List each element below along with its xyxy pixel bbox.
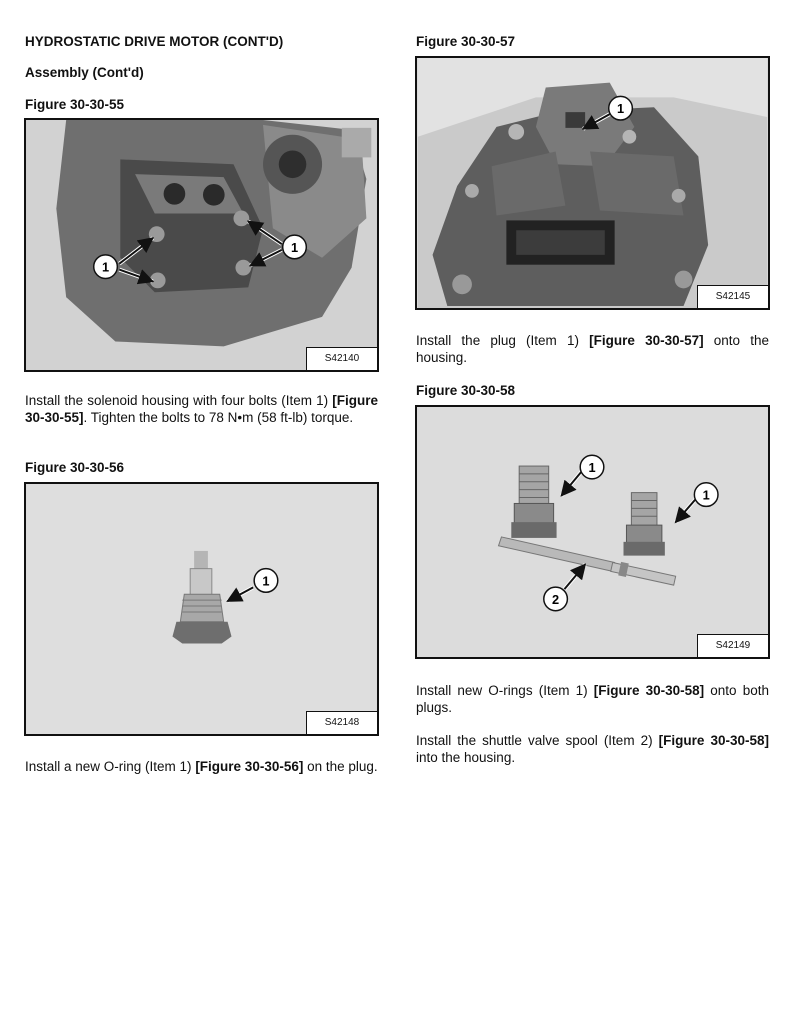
figure-reference: [Figure 30-30-56] [195,759,304,774]
figure-30-30-55-photo: 1 1 S42140 [24,118,379,372]
figure-30-30-56-title: Figure 30-30-56 [25,460,125,475]
instruction-paragraph-3: Install the plug (Item 1) [Figure 30-30-… [416,333,769,365]
plug-with-o-ring-illustration: 1 [26,484,377,734]
callout-1-right: 1 [703,488,710,503]
figure-code: S42140 [306,347,377,370]
figure-reference: [Figure 30-30-57] [589,333,704,348]
subsection-heading: Assembly (Cont'd) [25,65,144,80]
instruction-paragraph-2: Install a new O-ring (Item 1) [Figure 30… [25,759,378,774]
figure-code: S42145 [697,285,768,308]
section-heading: HYDROSTATIC DRIVE MOTOR (CONT'D) [25,34,284,49]
figure-30-30-58-title: Figure 30-30-58 [416,383,516,398]
callout-1-right: 1 [291,240,298,255]
callout-2: 2 [552,592,559,607]
callout-1-left: 1 [102,260,109,275]
figure-30-30-57-photo: 1 S42145 [415,56,770,310]
motor-housing-plug-illustration: 1 [417,58,768,308]
figure-code: S42148 [306,711,377,734]
figure-reference: [Figure 30-30-58] [658,733,769,748]
figure-reference: [Figure 30-30-55] [25,393,378,425]
figure-30-30-56-photo: 1 S42148 [24,482,379,736]
instruction-paragraph-5: Install the shuttle valve spool (Item 2)… [416,733,769,765]
figure-30-30-58-photo: 1 1 2 S42149 [415,405,770,659]
instruction-paragraph-4: Install new O-rings (Item 1) [Figure 30-… [416,683,769,715]
instruction-paragraph-1: Install the solenoid housing with four b… [25,393,378,425]
plugs-and-shuttle-spool-illustration: 1 1 2 [417,407,768,657]
figure-30-30-55-title: Figure 30-30-55 [25,97,125,112]
figure-code: S42149 [697,634,768,657]
callout-1: 1 [617,101,624,116]
figure-30-30-57-title: Figure 30-30-57 [416,34,516,49]
callout-1-left: 1 [588,460,595,475]
figure-reference: [Figure 30-30-58] [593,683,705,698]
callout-1: 1 [262,573,269,588]
drive-motor-solenoid-housing-illustration: 1 1 [26,120,377,370]
